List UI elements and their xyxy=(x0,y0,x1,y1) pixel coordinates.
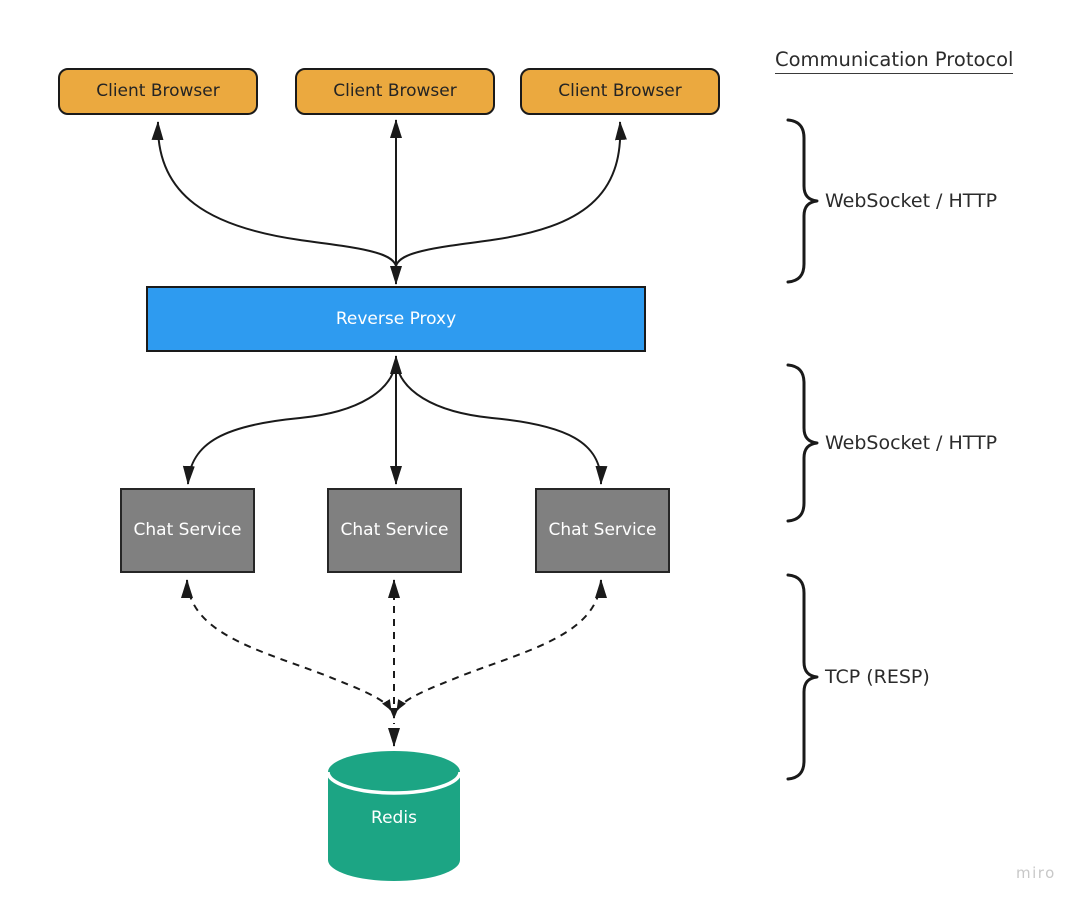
chat-service-label-1: Chat Service xyxy=(133,520,242,541)
reverse-proxy-node: Reverse Proxy xyxy=(146,286,646,352)
dashed-line-chat3-redis xyxy=(396,579,602,711)
client-browser-node-1: Client Browser xyxy=(58,68,258,115)
client-browser-label-1: Client Browser xyxy=(96,81,220,102)
redis-cylinder xyxy=(326,751,462,881)
protocol-braces xyxy=(786,118,819,781)
client-browser-label-2: Client Browser xyxy=(333,81,457,102)
client-browser-label-3: Client Browser xyxy=(558,81,682,102)
redis-cylinder-body xyxy=(328,772,460,881)
arrows-clients-proxy xyxy=(151,119,627,285)
protocol-label-tcp-resp: TCP (RESP) xyxy=(825,666,930,688)
brace-tcp-resp xyxy=(786,573,819,781)
redis-node-label: Redis xyxy=(371,807,417,828)
protocol-label-websocket-http-middle: WebSocket / HTTP xyxy=(825,432,998,454)
chat-service-label-3: Chat Service xyxy=(548,520,657,541)
arrows-services-redis xyxy=(181,579,607,747)
chat-service-node-3: Chat Service xyxy=(535,488,670,573)
brace-websocket-http-middle xyxy=(786,363,819,523)
protocol-label-websocket-http-top: WebSocket / HTTP xyxy=(825,190,998,212)
arrows-proxy-services xyxy=(182,355,608,485)
miro-watermark: miro xyxy=(1016,864,1056,882)
chat-service-node-1: Chat Service xyxy=(120,488,255,573)
arrow-to-chat-1 xyxy=(182,361,397,485)
client-browser-node-2: Client Browser xyxy=(295,68,495,115)
dashed-line-chat1-redis xyxy=(186,579,392,711)
chat-service-node-2: Chat Service xyxy=(327,488,462,573)
arrow-to-client-3 xyxy=(395,121,627,267)
redis-cylinder-cap-line xyxy=(326,771,462,795)
client-browser-node-3: Client Browser xyxy=(520,68,720,115)
chat-service-label-2: Chat Service xyxy=(340,520,449,541)
brace-websocket-http-top xyxy=(786,118,819,284)
reverse-proxy-label: Reverse Proxy xyxy=(335,308,457,329)
arrow-to-chat-3 xyxy=(395,361,608,485)
redis-cylinder-top xyxy=(328,751,460,793)
communication-protocol-heading: Communication Protocol xyxy=(775,48,1014,74)
arrow-to-client-1 xyxy=(151,121,397,267)
